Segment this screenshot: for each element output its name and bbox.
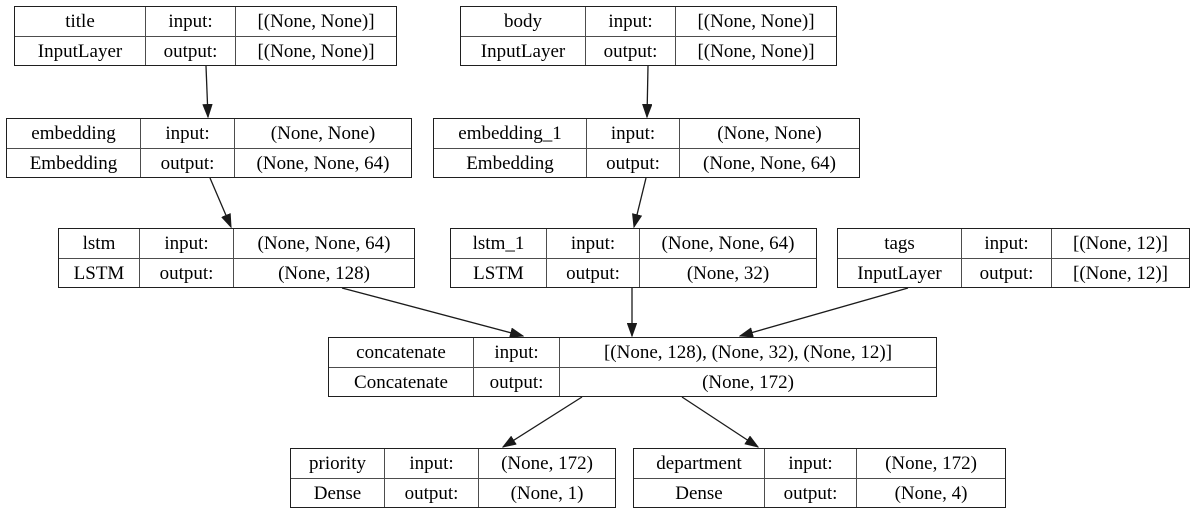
output-shape: (None, 1) xyxy=(478,478,615,507)
layer-node-priority: priority input: (None, 172) Dense output… xyxy=(290,448,616,508)
layer-node-title: title input: [(None, None)] InputLayer o… xyxy=(14,6,397,66)
edge-arrow-embedding_1-to-lstm_1 xyxy=(634,177,647,227)
output-shape: [(None, 12)] xyxy=(1051,258,1189,287)
layer-name: concatenate xyxy=(356,342,446,363)
input-label: input: xyxy=(586,119,679,148)
layer-name: embedding xyxy=(31,123,116,144)
layer-name: lstm_1 xyxy=(472,233,525,254)
layer-type: Dense xyxy=(291,478,384,507)
layer-node-embedding-1: embedding_1 input: (None, None) Embeddin… xyxy=(433,118,860,178)
input-shape: [(None, None)] xyxy=(675,7,836,36)
output-shape: (None, None, 64) xyxy=(679,148,859,177)
input-label: input: xyxy=(473,338,559,367)
edge-arrow-tags-to-concatenate xyxy=(740,287,909,336)
edge-arrow-title-to-embedding xyxy=(206,65,208,117)
input-shape: [(None, None)] xyxy=(235,7,396,36)
input-shape: (None, 172) xyxy=(856,449,1005,478)
layer-type: Embedding xyxy=(434,148,586,177)
output-label: output: xyxy=(384,478,478,507)
input-shape: [(None, 12)] xyxy=(1051,229,1189,258)
output-shape: [(None, None)] xyxy=(235,36,396,65)
output-shape: (None, 4) xyxy=(856,478,1005,507)
output-shape: (None, 172) xyxy=(559,367,936,396)
edge-arrow-body-to-embedding_1 xyxy=(647,65,648,117)
output-label: output: xyxy=(139,258,233,287)
edge-arrow-lstm-to-concatenate xyxy=(341,287,523,336)
input-shape: [(None, 128), (None, 32), (None, 12)] xyxy=(559,338,936,367)
input-label: input: xyxy=(585,7,675,36)
output-shape: (None, 32) xyxy=(639,258,816,287)
layer-name: priority xyxy=(309,453,366,474)
layer-type: InputLayer xyxy=(838,258,961,287)
output-label: output: xyxy=(140,148,234,177)
input-shape: (None, 172) xyxy=(478,449,615,478)
input-shape: (None, None, 64) xyxy=(639,229,816,258)
layer-node-lstm: lstm input: (None, None, 64) LSTM output… xyxy=(58,228,415,288)
input-label: input: xyxy=(145,7,235,36)
layer-type: LSTM xyxy=(59,258,139,287)
layer-type: LSTM xyxy=(451,258,546,287)
input-label: input: xyxy=(384,449,478,478)
layer-node-body: body input: [(None, None)] InputLayer ou… xyxy=(460,6,837,66)
output-label: output: xyxy=(473,367,559,396)
layer-node-tags: tags input: [(None, 12)] InputLayer outp… xyxy=(837,228,1190,288)
output-label: output: xyxy=(961,258,1051,287)
layer-node-embedding: embedding input: (None, None) Embedding … xyxy=(6,118,412,178)
output-label: output: xyxy=(145,36,235,65)
layer-type: InputLayer xyxy=(461,36,585,65)
layer-type: Dense xyxy=(634,478,764,507)
input-label: input: xyxy=(140,119,234,148)
output-label: output: xyxy=(585,36,675,65)
output-shape: (None, None, 64) xyxy=(234,148,411,177)
layer-type: InputLayer xyxy=(15,36,145,65)
input-label: input: xyxy=(546,229,639,258)
output-label: output: xyxy=(764,478,856,507)
edge-arrow-concatenate-to-priority xyxy=(503,396,583,447)
input-shape: (None, None) xyxy=(679,119,859,148)
input-label: input: xyxy=(961,229,1051,258)
layer-node-concatenate: concatenate input: [(None, 128), (None, … xyxy=(328,337,937,397)
layer-name: title xyxy=(65,11,95,32)
edge-arrow-embedding-to-lstm xyxy=(209,177,232,227)
input-label: input: xyxy=(764,449,856,478)
layer-node-lstm-1: lstm_1 input: (None, None, 64) LSTM outp… xyxy=(450,228,817,288)
layer-name: lstm xyxy=(82,233,116,254)
input-label: input: xyxy=(139,229,233,258)
output-shape: (None, 128) xyxy=(233,258,414,287)
layer-name: embedding_1 xyxy=(458,123,562,144)
layer-name: department xyxy=(656,453,742,474)
input-shape: (None, None) xyxy=(234,119,411,148)
output-label: output: xyxy=(586,148,679,177)
output-shape: [(None, None)] xyxy=(675,36,836,65)
edge-arrow-concatenate-to-department xyxy=(681,396,758,447)
layer-node-department: department input: (None, 172) Dense outp… xyxy=(633,448,1006,508)
layer-type: Concatenate xyxy=(329,367,473,396)
layer-name: body xyxy=(504,11,542,32)
layer-type: Embedding xyxy=(7,148,140,177)
output-label: output: xyxy=(546,258,639,287)
layer-name: tags xyxy=(884,233,915,254)
input-shape: (None, None, 64) xyxy=(233,229,414,258)
